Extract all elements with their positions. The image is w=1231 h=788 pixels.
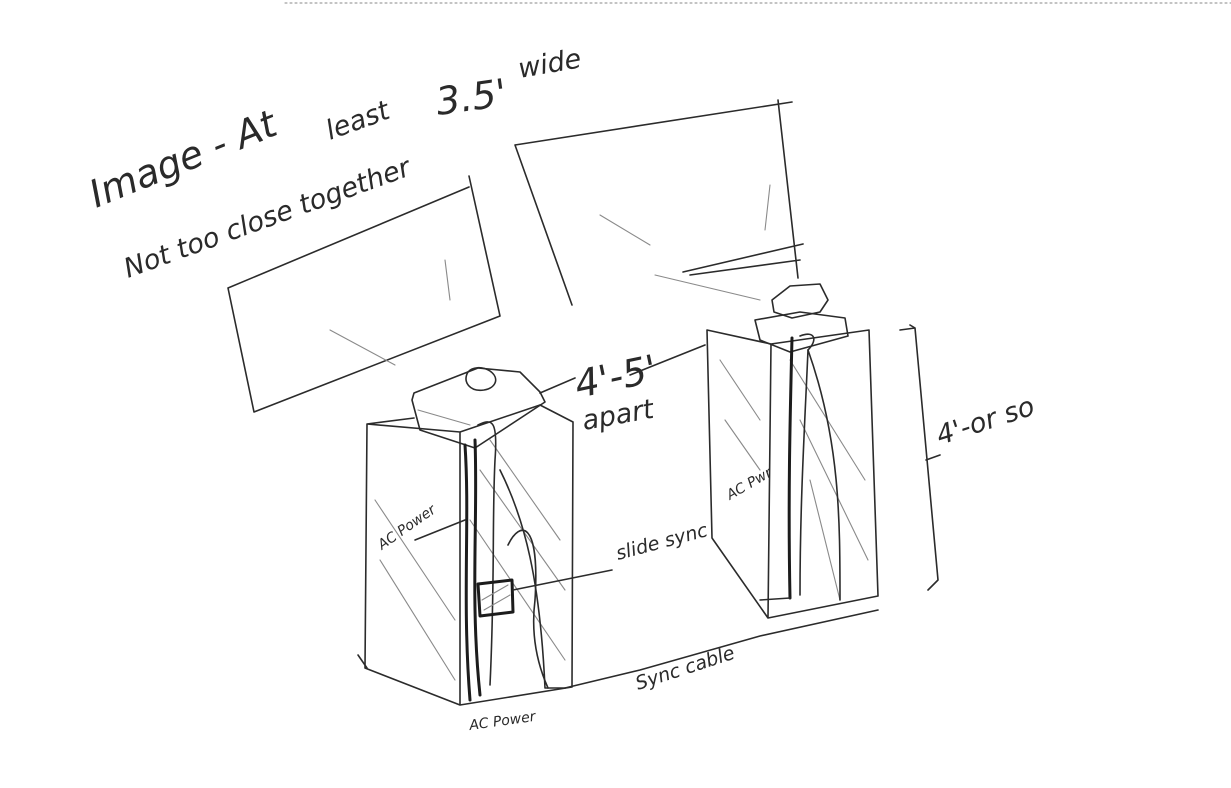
ac-power-bottom-label: AC Power [467, 709, 537, 734]
slide-sync-box [478, 580, 513, 616]
slide-sync-label: slide sync [614, 519, 711, 565]
left-cabling [465, 422, 565, 700]
left-projector [412, 368, 545, 448]
title-size: 3.5' [433, 70, 509, 123]
right-projection-screen [515, 100, 803, 305]
ac-power-right-label: AC Pwr [723, 464, 776, 504]
right-projector [755, 284, 848, 352]
sync-cable-label: Sync cable [633, 642, 738, 695]
title-line1-b: least [322, 95, 395, 147]
title-line1-a: Image - At [83, 101, 285, 217]
right-cabling [760, 334, 840, 600]
height-label: 4'-or so [933, 391, 1039, 452]
ac-power-left-label: AC Power [374, 501, 440, 554]
height-bracket [900, 325, 940, 590]
title-wide: wide [516, 43, 584, 85]
